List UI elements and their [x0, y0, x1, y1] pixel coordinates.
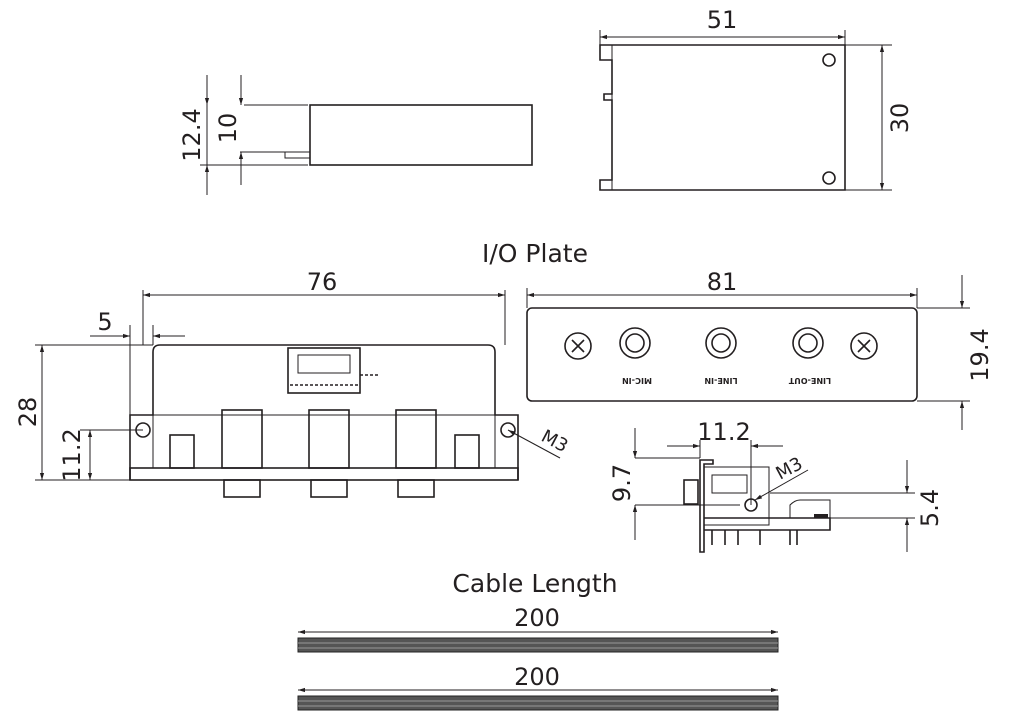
screw-label: M3: [772, 453, 806, 484]
module-plan-view: 51 30: [599, 6, 914, 191]
cable-1: 200: [297, 604, 779, 653]
jack-mic-in: [619, 327, 651, 359]
cable-2: 200: [297, 663, 779, 711]
dim-height-outer: 12.4: [178, 108, 206, 161]
screw-icon: [850, 332, 878, 360]
side-detail-view: 9.7 11.2 M3 5.4: [608, 418, 944, 553]
jack-label-line-in: LINE-IN: [704, 376, 737, 385]
dim-height: 28: [14, 397, 42, 428]
dim-offset: 5.4: [916, 489, 944, 527]
dim-plate-width: 81: [707, 268, 738, 296]
jack-line-in: [705, 327, 737, 359]
cable-length-title: Cable Length: [452, 569, 617, 598]
jack-label-mic-in: MIC-IN: [622, 376, 652, 385]
screw-label: M3: [538, 426, 572, 457]
io-plate-view: MIC-IN LINE-IN LINE-OUT 81 19.4: [526, 268, 994, 430]
dim-height: 30: [886, 103, 914, 134]
dim-tab: 5: [97, 308, 112, 336]
dim-bracket-width: 76: [307, 268, 338, 296]
cable-length-2: 200: [514, 663, 560, 691]
dim-hole-height: 11.2: [58, 428, 86, 481]
dim-plate-height: 19.4: [966, 328, 994, 381]
io-bracket-view: 76 5 28 11.2 M3: [14, 268, 572, 498]
screw-icon: [564, 332, 592, 360]
dim-height: 9.7: [608, 464, 636, 502]
jack-line-out: [792, 327, 824, 359]
dim-width: 11.2: [697, 418, 750, 446]
module-side-view: 12.4 10: [178, 75, 533, 195]
io-plate-title: I/O Plate: [482, 239, 588, 268]
dim-height-inner: 10: [214, 113, 242, 144]
dim-width: 51: [707, 6, 738, 34]
jack-label-line-out: LINE-OUT: [788, 376, 831, 385]
cable-length-1: 200: [514, 604, 560, 632]
